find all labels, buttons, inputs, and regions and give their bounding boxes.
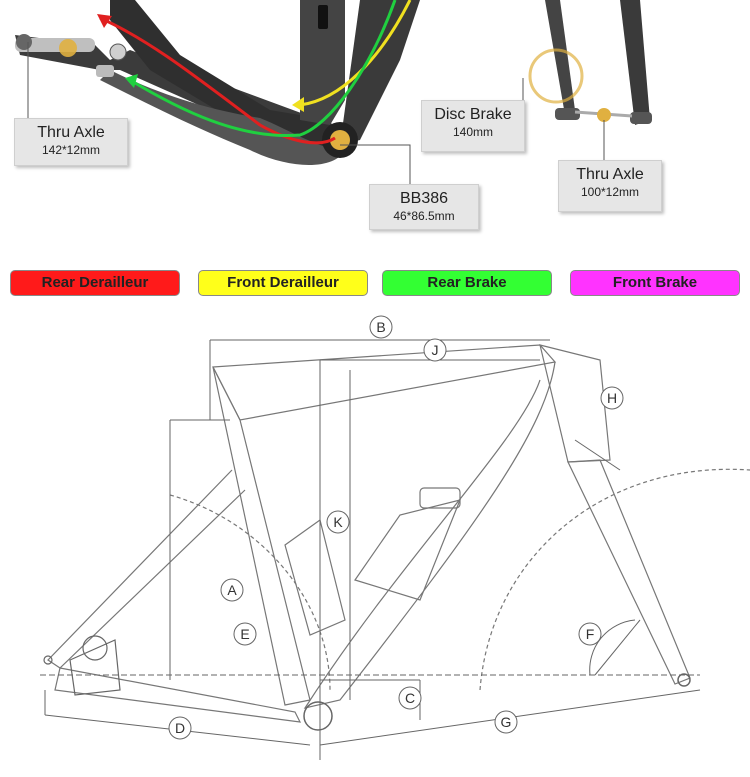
dimension-f: F (578, 622, 602, 646)
dimension-lines (40, 339, 701, 760)
front-hub-drawing (677, 673, 691, 687)
frame-outline (47, 344, 750, 723)
dimension-a: A (220, 578, 244, 602)
dimension-g: G (494, 710, 518, 734)
rear-thru-axle-callout: Thru Axle 142*12mm (14, 118, 128, 166)
geometry-diagram: B J H K A E F (0, 300, 750, 772)
cable-routing-legend: Rear Derailleur Front Derailleur Rear Br… (0, 270, 750, 296)
dimension-d: D (168, 716, 192, 740)
dimension-j: J (423, 338, 447, 362)
dimension-b: B (369, 315, 393, 339)
legend-front-brake: Front Brake (570, 270, 740, 296)
bottle-cages (284, 487, 461, 636)
legend-front-derailleur: Front Derailleur (198, 270, 368, 296)
bottom-bracket-drawing (303, 701, 333, 731)
callout-title: Thru Axle (37, 124, 105, 141)
dimension-f-label: F (586, 626, 595, 642)
rear-derailleur-drawing (43, 635, 121, 696)
dimension-e: E (233, 622, 257, 646)
dimension-h: H (600, 386, 624, 410)
dimension-d-label: D (175, 720, 185, 736)
front-thru-axle-callout: Thru Axle 100*12mm (558, 160, 662, 212)
dimension-k: K (326, 510, 350, 534)
dimension-h-label: H (607, 390, 617, 406)
dimension-a-label: A (227, 582, 237, 598)
bb386-callout: BB386 46*86.5mm (369, 184, 479, 230)
dimension-g-label: G (501, 714, 512, 730)
dimension-c: C (398, 686, 422, 710)
legend-rear-derailleur: Rear Derailleur (10, 270, 180, 296)
frame-photo-drawing (15, 0, 652, 185)
dimension-k-label: K (333, 514, 343, 530)
dimension-b-label: B (376, 319, 385, 335)
legend-rear-brake: Rear Brake (382, 270, 552, 296)
callout-spec: 140mm (452, 125, 493, 139)
dimension-c-label: C (405, 690, 415, 706)
legend-label: Rear Derailleur (41, 274, 149, 291)
disc-brake-callout: Disc Brake 140mm (421, 100, 525, 152)
legend-label: Front Brake (612, 274, 698, 291)
legend-label: Front Derailleur (227, 274, 339, 291)
front-fork (528, 0, 652, 125)
cable-routing (97, 0, 412, 145)
callout-spec: 100*12mm (580, 185, 640, 199)
callout-leaders (27, 42, 605, 185)
geometry-drawing: B J H K A E F (40, 315, 750, 760)
rear-frame-tubes (15, 0, 420, 165)
dimension-j-label: J (432, 342, 439, 358)
dimension-e-label: E (240, 626, 249, 642)
dimension-markers: B J H K A E F (168, 315, 624, 740)
legend-label: Rear Brake (427, 274, 507, 291)
callout-title: Thru Axle (576, 166, 644, 183)
callout-spec: 142*12mm (41, 143, 101, 157)
callout-title: BB386 (399, 190, 449, 207)
callout-title: Disc Brake (434, 106, 512, 123)
callout-spec: 46*86.5mm (393, 209, 455, 223)
